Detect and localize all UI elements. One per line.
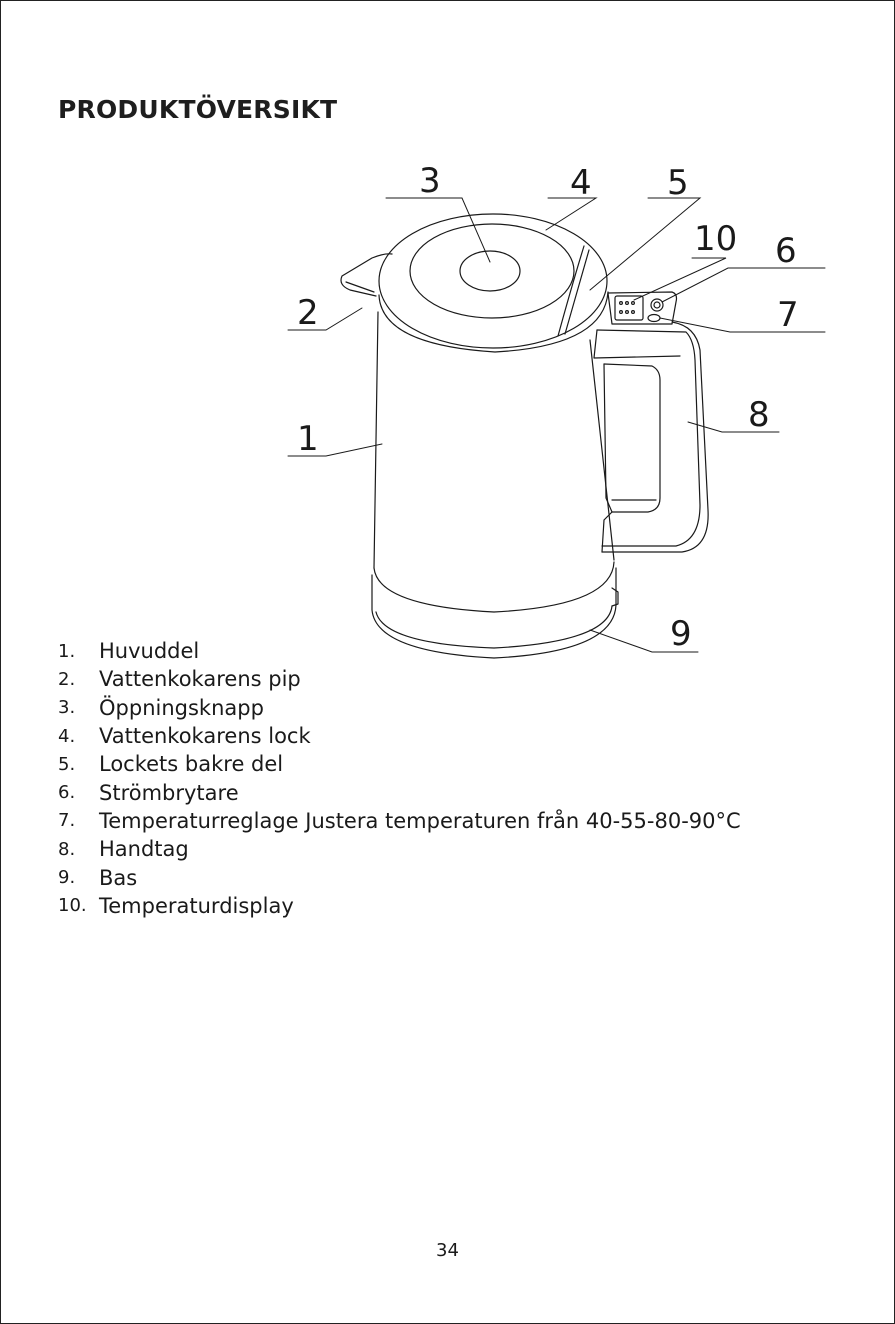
callout-8: 8 bbox=[748, 398, 770, 432]
list-label: Temperaturreglage Justera temperaturen f… bbox=[99, 809, 741, 833]
list-item: 9.Bas bbox=[58, 863, 741, 891]
list-label: Vattenkokarens pip bbox=[99, 667, 301, 691]
list-number: 10. bbox=[58, 895, 99, 916]
list-item: 8.Handtag bbox=[58, 835, 741, 863]
callout-2: 2 bbox=[297, 296, 319, 330]
list-number: 1. bbox=[58, 641, 99, 662]
callout-4: 4 bbox=[570, 166, 592, 200]
callout-3: 3 bbox=[419, 164, 441, 198]
list-number: 6. bbox=[58, 782, 99, 803]
page-number: 34 bbox=[0, 1240, 895, 1261]
list-number: 2. bbox=[58, 669, 99, 690]
list-label: Bas bbox=[99, 866, 137, 890]
list-number: 3. bbox=[58, 697, 99, 718]
list-label: Öppningsknapp bbox=[99, 696, 264, 720]
list-number: 4. bbox=[58, 726, 99, 747]
list-label: Huvuddel bbox=[99, 639, 199, 663]
list-item: 3.Öppningsknapp bbox=[58, 694, 741, 722]
callout-5: 5 bbox=[667, 166, 689, 200]
list-item: 5.Lockets bakre del bbox=[58, 750, 741, 778]
list-number: 8. bbox=[58, 839, 99, 860]
list-number: 5. bbox=[58, 754, 99, 775]
list-label: Temperaturdisplay bbox=[99, 894, 294, 918]
kettle-illustration bbox=[0, 0, 895, 700]
callout-10: 10 bbox=[694, 222, 737, 256]
list-label: Lockets bakre del bbox=[99, 752, 283, 776]
list-item: 1.Huvuddel bbox=[58, 637, 741, 665]
callout-6: 6 bbox=[775, 234, 797, 268]
list-number: 7. bbox=[58, 810, 99, 831]
list-label: Handtag bbox=[99, 837, 189, 861]
callout-1: 1 bbox=[297, 422, 319, 456]
list-item: 10.Temperaturdisplay bbox=[58, 892, 741, 920]
callout-7: 7 bbox=[777, 298, 799, 332]
list-item: 4.Vattenkokarens lock bbox=[58, 722, 741, 750]
list-item: 7.Temperaturreglage Justera temperaturen… bbox=[58, 807, 741, 835]
list-label: Vattenkokarens lock bbox=[99, 724, 311, 748]
list-number: 9. bbox=[58, 867, 99, 888]
parts-list: 1.Huvuddel 2.Vattenkokarens pip 3.Öppnin… bbox=[58, 637, 741, 920]
list-item: 6.Strömbrytare bbox=[58, 778, 741, 806]
list-label: Strömbrytare bbox=[99, 781, 239, 805]
list-item: 2.Vattenkokarens pip bbox=[58, 665, 741, 693]
